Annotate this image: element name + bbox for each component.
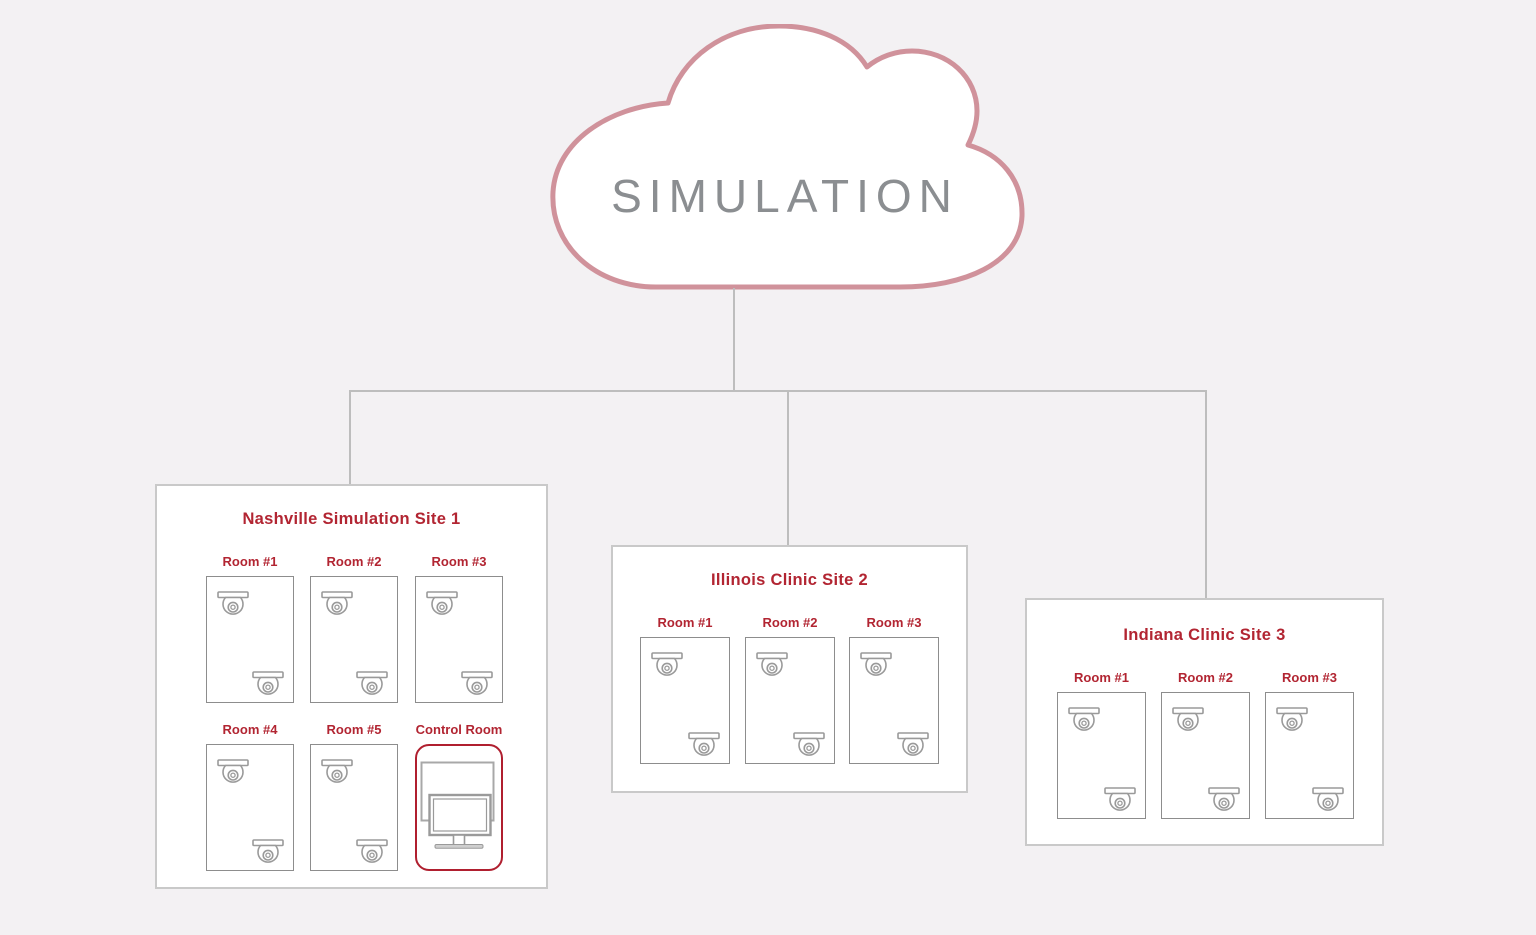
site-illinois: Illinois Clinic Site 2 Room #1 Room #2 R… — [611, 545, 968, 793]
dome-camera-icon — [1276, 707, 1308, 731]
dome-camera-icon — [1068, 707, 1100, 731]
room-box — [849, 637, 939, 764]
room: Control Room — [415, 722, 503, 871]
dome-camera-icon — [252, 671, 284, 695]
room-label: Room #2 — [762, 615, 818, 630]
dome-camera-icon — [793, 732, 825, 756]
room-label: Room #3 — [866, 615, 922, 630]
room-label: Room #2 — [1178, 670, 1233, 685]
room: Room #5 — [310, 722, 398, 871]
room-box — [310, 744, 398, 871]
room-label: Room #4 — [222, 722, 278, 737]
dome-camera-icon — [252, 839, 284, 863]
monitor-icon — [420, 761, 498, 849]
dome-camera-icon — [756, 652, 788, 676]
site-title: Nashville Simulation Site 1 — [242, 510, 461, 528]
room-box — [206, 576, 294, 703]
site-indiana: Indiana Clinic Site 3 Room #1 Room #2 Ro… — [1025, 598, 1384, 846]
dome-camera-icon — [217, 591, 249, 615]
connector-drop-illinois — [787, 391, 789, 546]
room-label: Room #3 — [431, 554, 487, 569]
room: Room #1 — [640, 615, 730, 764]
dome-camera-icon — [461, 671, 493, 695]
room-box — [310, 576, 398, 703]
dome-camera-icon — [897, 732, 929, 756]
room-label: Room #5 — [326, 722, 382, 737]
room: Room #2 — [310, 554, 398, 703]
room: Room #4 — [206, 722, 294, 871]
dome-camera-icon — [426, 591, 458, 615]
room-label: Room #1 — [1074, 670, 1129, 685]
control-room-box — [415, 744, 503, 871]
site-nashville: Nashville Simulation Site 1 Room #1 Room… — [155, 484, 548, 889]
dome-camera-icon — [651, 652, 683, 676]
room: Room #3 — [849, 615, 939, 764]
room-box — [640, 637, 730, 764]
room: Room #1 — [206, 554, 294, 703]
connector-drop-indiana — [1205, 391, 1207, 599]
room-box — [1057, 692, 1146, 819]
dome-camera-icon — [217, 759, 249, 783]
room-box — [745, 637, 835, 764]
room-label: Room #3 — [1282, 670, 1337, 685]
connector-bus — [349, 390, 1207, 392]
room-box — [1161, 692, 1250, 819]
connector-cloud-stem — [733, 288, 735, 392]
room: Room #3 — [1265, 670, 1354, 819]
dome-camera-icon — [356, 671, 388, 695]
cloud-label: SIMULATION — [611, 170, 959, 222]
dome-camera-icon — [356, 839, 388, 863]
cloud-outline — [550, 24, 1025, 290]
dome-camera-icon — [1208, 787, 1240, 811]
dome-camera-icon — [1104, 787, 1136, 811]
room-label: Room #1 — [657, 615, 713, 630]
dome-camera-icon — [1312, 787, 1344, 811]
dome-camera-icon — [321, 591, 353, 615]
dome-camera-icon — [860, 652, 892, 676]
room: Room #3 — [415, 554, 503, 703]
site-title: Indiana Clinic Site 3 — [1123, 626, 1286, 644]
dome-camera-icon — [1172, 707, 1204, 731]
room: Room #2 — [1161, 670, 1250, 819]
room-box — [206, 744, 294, 871]
simulation-cloud: SIMULATION — [550, 24, 1025, 290]
room-label: Control Room — [415, 722, 503, 737]
site-title: Illinois Clinic Site 2 — [711, 571, 868, 589]
room: Room #2 — [745, 615, 835, 764]
room-box — [415, 576, 503, 703]
dome-camera-icon — [688, 732, 720, 756]
dome-camera-icon — [321, 759, 353, 783]
room-label: Room #2 — [326, 554, 382, 569]
connector-drop-nashville — [349, 391, 351, 484]
room: Room #1 — [1057, 670, 1146, 819]
room-label: Room #1 — [222, 554, 278, 569]
room-box — [1265, 692, 1354, 819]
